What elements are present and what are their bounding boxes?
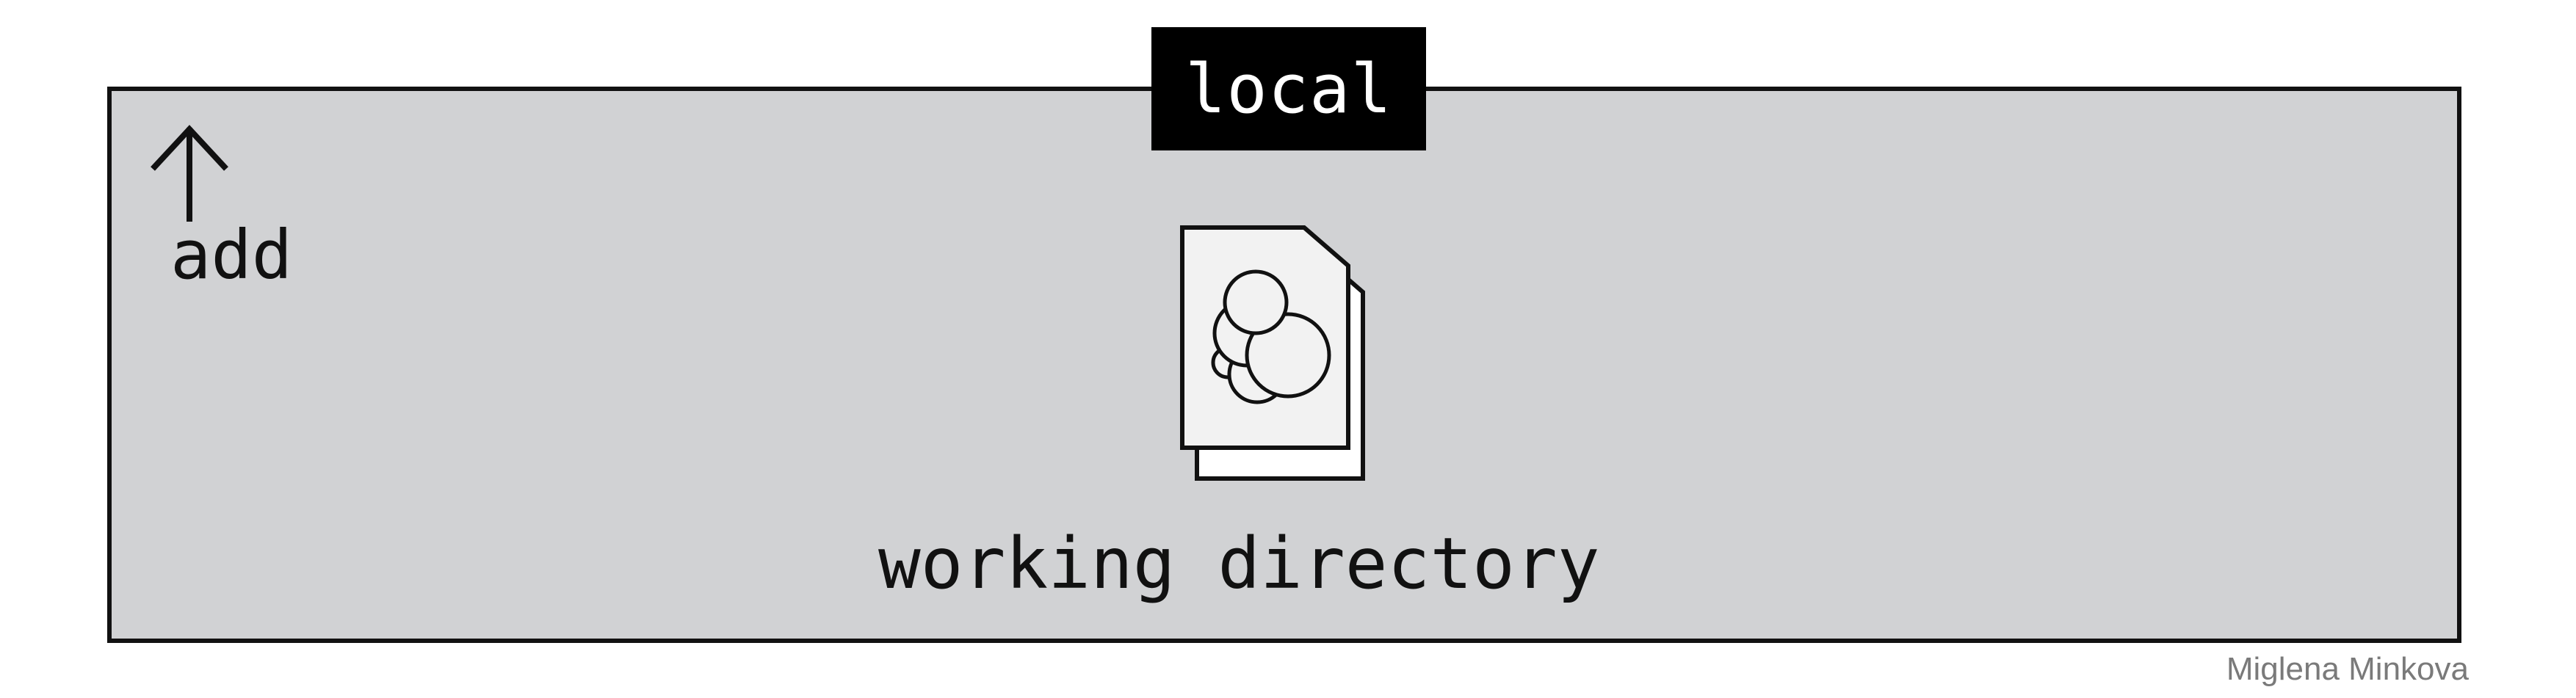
files-stack-icon [1180,225,1365,481]
add-label: add [170,216,293,294]
local-tag: local [1151,27,1426,150]
local-tag-label: local [1185,49,1392,128]
working-directory-label: working directory [878,523,1600,605]
author-credit: Miglena Minkova [2226,651,2469,687]
arrow-up-icon [151,125,228,222]
